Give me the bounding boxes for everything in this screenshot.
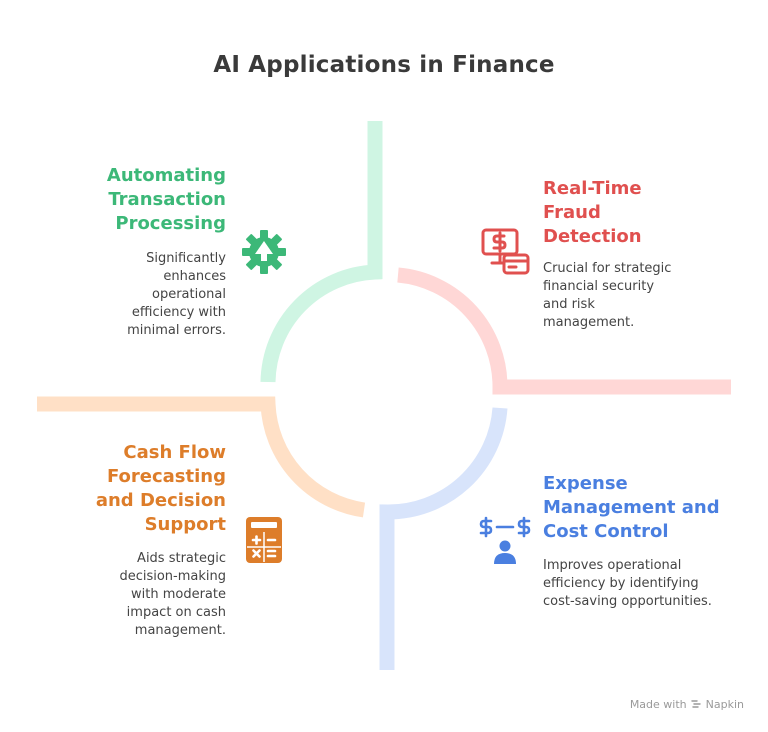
napkin-brand: Napkin [705,698,744,711]
heading-line: Management and [543,497,720,518]
heading-line: Cost Control [543,521,669,542]
heading-line: Real-Time [543,178,642,199]
description-line: minimal errors. [127,323,226,338]
heading-line: Forecasting [106,466,226,487]
footer-credit: Made with Napkin [630,698,744,711]
description-line: financial security [543,279,655,294]
heading-line: Expense [543,473,628,494]
heading-line: Transaction [108,189,226,210]
description-line: Improves operational [543,558,682,573]
cash-flow-description: Aids strategic decision-making with mode… [40,550,226,640]
red-segment [397,267,731,395]
monitor-card-icon [481,228,530,275]
description-line: Crucial for strategic [543,261,672,276]
description-line: decision-making [119,569,226,584]
heading-line: Cash Flow [123,442,226,463]
cash-flow-heading: Cash Flow Forecasting and Decision Suppo… [40,441,226,537]
napkin-logo-icon [690,700,701,708]
description-line: impact on cash [126,605,226,620]
orange-segment [37,396,366,518]
heading-line: Fraud [543,202,601,223]
description-line: management. [134,623,226,638]
automating-description: Significantly enhances operational effic… [60,250,226,340]
heading-line: Support [144,514,226,535]
description-line: with moderate [131,587,226,602]
description-line: management. [543,315,635,330]
description-line: and risk [543,297,595,312]
blue-segment [379,407,508,670]
fraud-description: Crucial for strategic financial security… [543,260,743,332]
gear-up-arrow-icon [242,230,286,274]
fraud-heading: Real-Time Fraud Detection [543,177,743,249]
heading-line: Processing [115,213,226,234]
description-line: operational [152,287,226,302]
calculator-icon [246,517,282,563]
description-line: enhances [163,269,226,284]
description-line: cost-saving opportunities. [543,594,712,609]
heading-line: and Decision [95,490,226,511]
heading-line: Automating [106,165,226,186]
made-with-text: Made with [629,698,687,711]
page-title: AI Applications in Finance [213,52,555,78]
automating-heading: Automating Transaction Processing [60,164,226,236]
heading-line: Detection [543,226,642,247]
description-line: Aids strategic [137,551,226,566]
green-segment [260,121,383,383]
expense-heading: Expense Management and Cost Control [543,472,753,544]
description-line: efficiency with [131,305,226,320]
dollar-person-icon [479,516,531,564]
expense-description: Improves operational efficiency by ident… [543,557,753,611]
description-line: efficiency by identifying [543,576,699,591]
description-line: Significantly [146,251,226,266]
